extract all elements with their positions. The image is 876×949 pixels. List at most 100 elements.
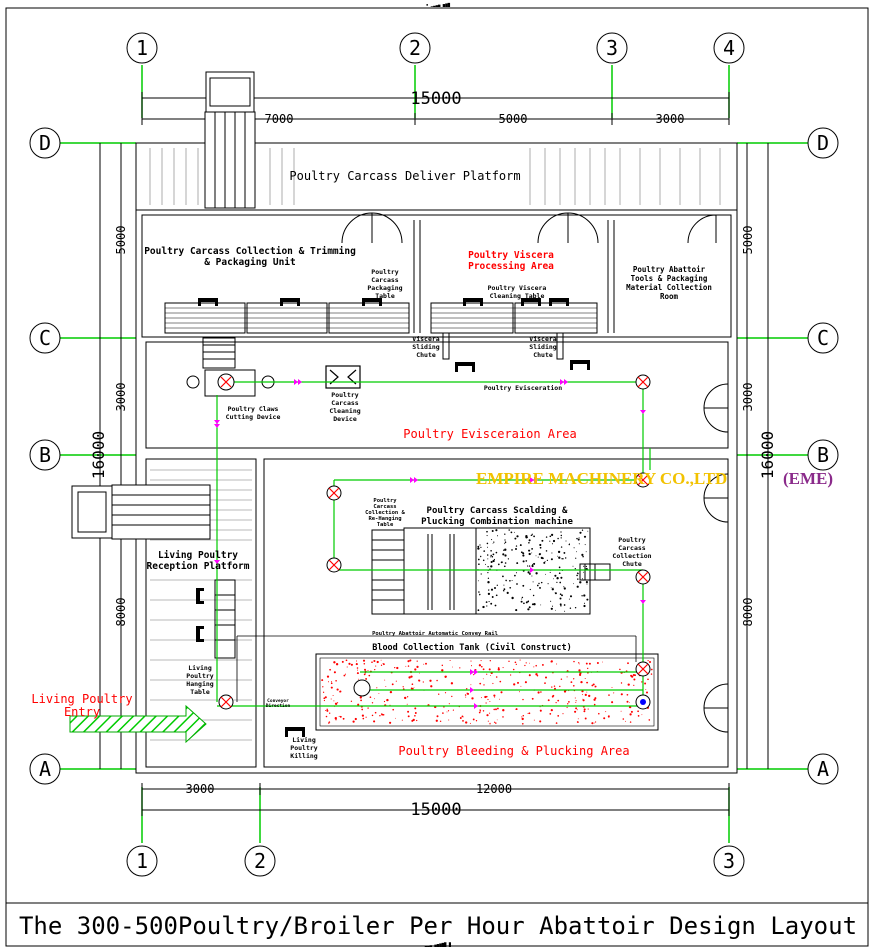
packaging-table-label: Poultry [371, 268, 398, 276]
axis-label-top: 2 [409, 36, 421, 60]
packaging-table-label: Packaging [367, 284, 402, 292]
scalding-machine-label: Plucking Combination machine [421, 516, 573, 527]
evisceration-area-label: Poultry Evisceraion Area [403, 427, 576, 441]
rail-end-marker [640, 699, 646, 705]
claws-cutting-device [186, 337, 275, 397]
hanging-table-label: Poultry [186, 672, 213, 680]
viscera-chute-label: Chute [416, 351, 436, 359]
rail-direction-arrows [214, 379, 646, 709]
axis-bubble-C-right [807, 322, 839, 354]
blood-tank-label: Blood Collection Tank (Civil Construct) [372, 642, 572, 653]
viscera-chute-label: Viscera [529, 335, 556, 343]
tools-room-label: Room [660, 292, 679, 301]
dim-right-seg: 3000 [741, 383, 755, 412]
dim-top-seg: 5000 [499, 112, 528, 126]
rehanging-table-label: Carcass [373, 504, 396, 510]
dim-left-total: 16000 [89, 431, 108, 479]
conveyor-direction-label: Conveyor [267, 698, 289, 704]
blood-collection-tank [315, 653, 659, 731]
axis-label-top: 4 [723, 36, 735, 60]
reception-label: Living Poultry [158, 550, 238, 561]
hanging-table-label: Living [188, 664, 212, 672]
collection-chute-label: Poultry [618, 536, 645, 544]
axis-label-row: D [39, 131, 51, 155]
dim-top-total: 15000 [410, 89, 461, 109]
dim-left-seg: 5000 [114, 226, 128, 255]
axis-bubble-A-left [29, 753, 61, 785]
axis-bubble-C-left [29, 322, 61, 354]
rehanging-table-label: Re-Hanging [368, 516, 401, 522]
collection-unit-label: Poultry Carcass Collection & Trimming [144, 246, 356, 257]
scalding-machine-label: Poultry Carcass Scalding & [427, 505, 568, 516]
axis-label-row: C [39, 326, 51, 350]
axis-label-row: D [817, 131, 829, 155]
dim-top-seg: 7000 [265, 112, 294, 126]
drawing-frame [5, 7, 869, 947]
axis-bubble-D-right [807, 127, 839, 159]
axis-label-row: C [817, 326, 829, 350]
drawing-title: The 300-500Poultry/Broiler Per Hour Abat… [18, 912, 858, 940]
viscera-cleaning-table-label: Cleaning Table [490, 292, 545, 300]
bleeding-area-label: Poultry Bleeding & Plucking Area [398, 744, 629, 758]
carcass-cleaning-device [325, 365, 361, 389]
delivery-truck-top [204, 71, 256, 209]
viscera-cleaning-table-label: Poultry Viscera [488, 284, 547, 292]
tools-room-label: Poultry Abattoir [633, 265, 706, 274]
axis-label-row: B [817, 443, 829, 467]
plucking-speckle [477, 529, 589, 612]
hanging-table-label: Hanging [186, 680, 213, 688]
claws-cutting-label: Cutting Device [226, 413, 281, 421]
axis-label-bottom: 1 [136, 849, 148, 873]
killing-label: Killing [290, 752, 317, 760]
header-tiny-text: ▪ ▁▂▃▄ ▅▆▇ [426, 2, 451, 7]
footer-tiny-text: ▁▂▃ ▄▅▆▇█ ▉ [424, 942, 452, 947]
packaging-table-label: Table [375, 292, 395, 300]
collection-chute-label: Collection [612, 552, 651, 560]
conveyor-rail-label: Poultry Abattoir Automatic Convey Rail [372, 631, 498, 637]
dim-bottom-total: 15000 [410, 800, 461, 820]
deliver-platform-hatching [149, 148, 721, 205]
collection-unit-label: & Packaging Unit [204, 257, 296, 268]
carcass-cleaning-label: Device [333, 415, 357, 423]
axis-label-top: 1 [136, 36, 148, 60]
axis-bubble-3-bottom [713, 845, 745, 877]
axis-bubble-1-bottom [126, 845, 158, 877]
axis-bubble-1-top [126, 32, 158, 64]
collection-chute-label: Chute [622, 560, 642, 568]
viscera-area-label: Processing Area [468, 261, 554, 272]
killing-label: Poultry [290, 744, 317, 752]
conveyor-direction-label: Direction [266, 703, 291, 709]
delivery-truck-left [71, 484, 211, 540]
rehanging-table-label: Poultry [373, 498, 397, 504]
blood-tank-inner [319, 657, 655, 727]
carcass-cleaning-label: Cleaning [329, 407, 360, 415]
dim-top-seg: 3000 [656, 112, 685, 126]
axis-label-bottom: 3 [723, 849, 735, 873]
reception-label: Reception Platform [147, 561, 250, 572]
hanging-operators [196, 588, 204, 642]
rehanging-table [371, 529, 405, 615]
hanging-table [214, 579, 236, 659]
packaging-table-label: Carcass [371, 276, 398, 284]
dim-left-seg: 8000 [114, 598, 128, 627]
entry-label: Entry [64, 705, 100, 719]
dim-right-seg: 8000 [741, 598, 755, 627]
tools-room-label: Tools & Packaging [631, 274, 708, 283]
axis-lines [60, 65, 808, 843]
axis-bubble-3-top [596, 32, 628, 64]
conveyor-rail [216, 381, 651, 707]
axis-label-top: 3 [606, 36, 618, 60]
rehanging-table-label: Table [377, 522, 394, 528]
convey-rail-leader [236, 635, 637, 702]
viscera-chute-label: Chute [533, 351, 553, 359]
dim-bottom-seg: 3000 [186, 782, 215, 796]
viscera-chute-label: Sliding [529, 343, 556, 351]
deliver-platform-label: Poultry Carcass Deliver Platform [289, 169, 520, 183]
viscera-chute-label: Sliding [412, 343, 439, 351]
viscera-chutes [442, 332, 564, 360]
axis-bubble-2-bottom [244, 845, 276, 877]
carcass-cleaning-label: Poultry [331, 391, 358, 399]
door-swings [341, 212, 729, 733]
axis-label-row: A [817, 757, 829, 781]
collection-chute [579, 563, 611, 581]
